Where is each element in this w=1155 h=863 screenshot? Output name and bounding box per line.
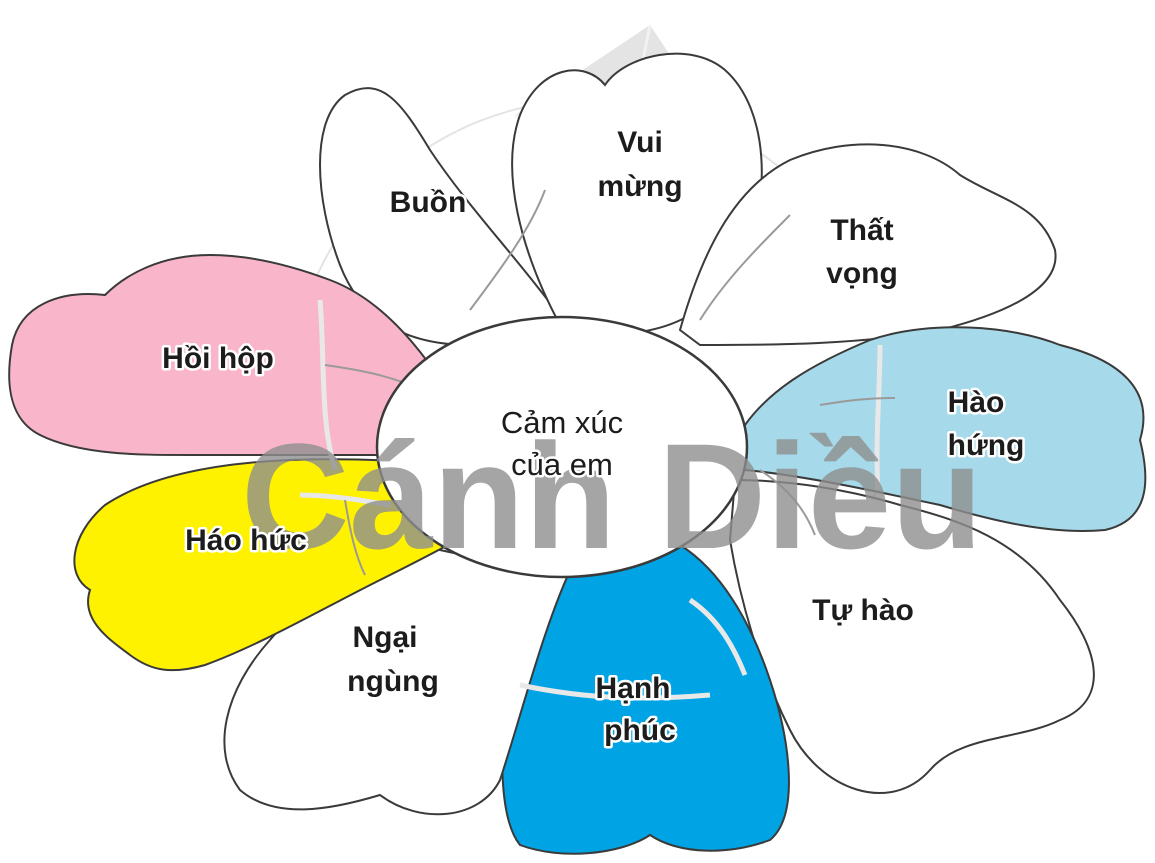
center-label-line1: Cảm xúc (501, 405, 623, 440)
label-vui-mung-line2: mừng (597, 170, 682, 203)
label-that-vong-line2: vọng (826, 257, 898, 290)
label-hanh-phuc-line1: Hạnh (596, 672, 671, 705)
label-hao-huc: Háo hức (185, 524, 307, 557)
label-buon: Buồn (390, 186, 467, 219)
petal-hao-huc (73, 458, 502, 672)
label-ngai-ngung-line1: Ngại (352, 621, 417, 654)
watermark-text: Cánh Diều (241, 412, 983, 580)
label-hao-hung-line2: hứng (948, 429, 1025, 462)
petal-hoi-hop (8, 253, 452, 457)
label-hao-hung-line1: Hào (948, 386, 1005, 419)
center-oval (375, 315, 749, 579)
petal-hao-hung (744, 326, 1147, 532)
label-hoi-hop: Hồi hộp (162, 342, 274, 375)
center-label-line2: của em (511, 447, 613, 482)
label-that-vong-line1: Thất (830, 214, 893, 247)
petal-tu-hao (728, 478, 1095, 794)
label-ngai-ngung-line2: ngùng (347, 665, 439, 698)
label-hanh-phuc-line2: phúc (604, 714, 676, 747)
label-tu-hao: Tự hào (812, 594, 914, 627)
label-vui-mung-line1: Vui (617, 126, 663, 159)
